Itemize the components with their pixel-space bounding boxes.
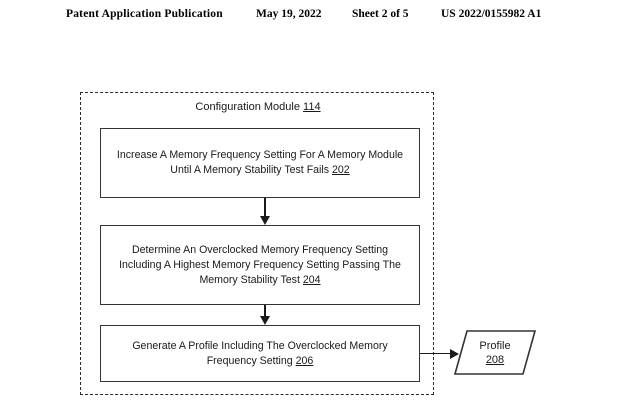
- profile-output-text: Profile: [479, 340, 511, 352]
- header-patent-number: US 2022/0155982 A1: [441, 8, 542, 20]
- process-step-204-content: Determine An Overclocked Memory Frequenc…: [111, 243, 409, 288]
- process-step-202-reference: 202: [332, 164, 350, 176]
- process-step-202-text: Increase A Memory Frequency Setting For …: [116, 149, 404, 176]
- arrow-shaft: [264, 198, 266, 217]
- arrow-head-icon: [259, 216, 270, 225]
- page-header: Patent Application Publication May 19, 2…: [0, 8, 640, 28]
- process-step-204: Determine An Overclocked Memory Frequenc…: [100, 225, 420, 305]
- process-step-206-content: Generate A Profile Including The Overclo…: [111, 339, 409, 369]
- profile-output-reference: 208: [485, 354, 505, 366]
- arrow-shaft: [264, 305, 266, 317]
- parallelogram-icon: [453, 330, 537, 375]
- process-step-204-reference: 204: [302, 273, 321, 286]
- header-publication-date: May 19, 2022: [256, 8, 322, 20]
- process-step-206-reference: 206: [295, 354, 314, 367]
- header-sheet-number: Sheet 2 of 5: [352, 8, 409, 20]
- arrow-shaft: [420, 352, 452, 355]
- process-step-206-text: Generate A Profile Including The Overclo…: [132, 339, 388, 367]
- header-publication-title: Patent Application Publication: [66, 8, 223, 20]
- arrow-step-206-to-profile: [420, 348, 460, 359]
- profile-output-label: Profile 208: [453, 339, 537, 367]
- arrow-head-icon: [450, 348, 459, 359]
- profile-output-shape: Profile 208: [453, 329, 537, 376]
- configuration-module-boundary: Configuration Module 114: [80, 92, 434, 395]
- process-step-204-text: Determine An Overclocked Memory Frequenc…: [119, 243, 401, 286]
- arrow-step-204-to-206: [259, 305, 270, 325]
- process-step-206: Generate A Profile Including The Overclo…: [100, 325, 420, 382]
- configuration-module-title: Configuration Module 114: [81, 101, 435, 113]
- process-step-202-content: Increase A Memory Frequency Setting For …: [111, 148, 409, 178]
- process-step-202: Increase A Memory Frequency Setting For …: [100, 128, 420, 198]
- module-title-text: Configuration Module: [195, 101, 300, 113]
- module-reference-number: 114: [303, 101, 321, 113]
- arrow-step-202-to-204: [259, 198, 270, 225]
- arrow-head-icon: [259, 316, 270, 325]
